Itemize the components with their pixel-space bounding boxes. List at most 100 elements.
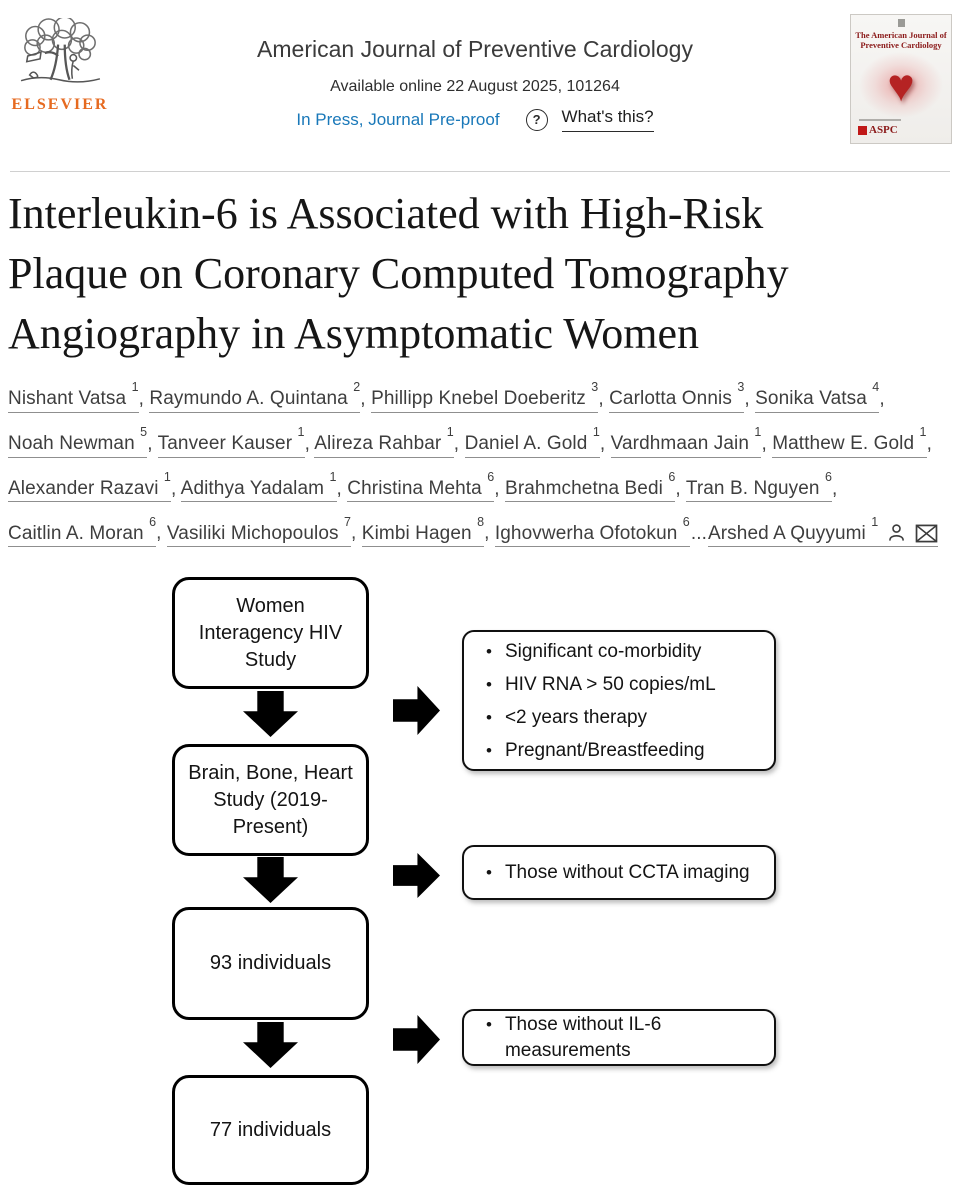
bullet-icon: •: [486, 674, 492, 694]
author-separator: ,: [351, 522, 362, 544]
author-separator: ,: [832, 477, 838, 499]
author-name: Carlotta Onnis: [609, 388, 738, 410]
header-center: American Journal of Preventive Cardiolog…: [125, 36, 825, 132]
question-circle-icon[interactable]: ?: [525, 108, 548, 131]
journal-header: ELSEVIER American Journal of Preventive …: [0, 0, 960, 171]
affiliation-superscript: 8: [477, 514, 485, 529]
bullet-text: Pregnant/Breastfeeding: [504, 739, 705, 761]
author-list: Nishant Vatsa 1, Raymundo A. Quintana 2,…: [8, 374, 954, 564]
affiliation-superscript: 1: [446, 425, 454, 440]
author-link[interactable]: Adithya Yadalam 1: [180, 470, 337, 503]
box-line: Interagency HIV: [198, 621, 343, 644]
bullet-text: Those without IL-6 measurements: [504, 1013, 662, 1061]
bullet-text: Those without CCTA imaging: [504, 861, 750, 883]
author-separator: ,: [598, 388, 610, 410]
in-press-link[interactable]: In Press, Journal Pre-proof: [296, 109, 500, 129]
author-link[interactable]: Vardhmaan Jain 1: [610, 425, 762, 458]
author-link[interactable]: Christina Mehta 6: [347, 470, 495, 503]
affiliation-superscript: 6: [668, 470, 676, 485]
heart-icon: ♥: [887, 59, 915, 111]
author-link[interactable]: Phillipp Knebel Doeberitz 3: [371, 380, 599, 413]
affiliation-superscript: 6: [149, 514, 157, 529]
article-title-line: Angiography in Asymptomatic Women: [8, 309, 700, 358]
affiliation-superscript: 4: [872, 380, 880, 395]
elsevier-logo[interactable]: ELSEVIER: [10, 18, 110, 114]
journal-cover-thumbnail[interactable]: The American Journal of Preventive Cardi…: [850, 14, 952, 144]
exclusion-bullet: • Those without IL-6 measurements: [486, 1012, 766, 1064]
arrow-down-icon: [243, 691, 298, 737]
author-separator: ,: [599, 433, 611, 455]
author-link[interactable]: Raymundo A. Quintana 2: [149, 380, 361, 413]
author-link[interactable]: Brahmchetna Bedi 6: [505, 470, 676, 503]
author-link[interactable]: Alireza Rahbar 1: [314, 425, 454, 458]
author-separator: ,: [484, 522, 495, 544]
author-separator: ,: [360, 388, 372, 410]
author-separator: ,: [170, 477, 181, 499]
arrow-right-icon: [393, 1015, 440, 1064]
author-link[interactable]: Vasiliki Michopoulos 7: [166, 515, 352, 548]
author-name: Ighovwerha Ofotokun: [494, 522, 683, 544]
author-name: Adithya Yadalam: [180, 477, 330, 499]
author-link[interactable]: Matthew E. Gold 1: [772, 425, 927, 458]
author-separator: ,: [453, 433, 465, 455]
author-name: Nishant Vatsa: [8, 388, 132, 410]
bullet-icon: •: [486, 862, 492, 882]
author-name: Tanveer Kauser: [157, 433, 298, 455]
author-link[interactable]: Noah Newman 5: [8, 425, 148, 458]
author-separator: ,: [494, 477, 506, 499]
author-link[interactable]: Alexander Razavi 1: [8, 470, 171, 503]
bullet-icon: •: [486, 1014, 492, 1034]
article-title-line: Plaque on Coronary Computed Tomography: [8, 249, 789, 298]
author-name: Alireza Rahbar: [314, 433, 447, 455]
affiliation-superscript: 1: [871, 514, 879, 529]
affiliation-superscript: 5: [140, 425, 148, 440]
whats-this-link[interactable]: What's this?: [561, 107, 654, 132]
author-link[interactable]: Sonika Vatsa 4: [755, 380, 880, 413]
author-link[interactable]: Tanveer Kauser 1: [157, 425, 305, 458]
exclusion-box-il6: • Those without IL-6 measurements: [462, 1009, 776, 1066]
author-name: Sonika Vatsa: [755, 388, 873, 410]
exclusion-box-comorbidity: •Significant co-morbidity•HIV RNA > 50 c…: [462, 630, 776, 771]
affiliation-superscript: 6: [682, 514, 690, 529]
author-separator: ,: [304, 433, 315, 455]
author-link[interactable]: Nishant Vatsa 1: [8, 380, 139, 413]
arrow-right-icon: [393, 853, 440, 898]
flow-box-77-individuals: 77 individuals: [172, 1075, 369, 1185]
exclusion-bullet: •<2 years therapy: [486, 701, 766, 734]
exclusion-bullet: •HIV RNA > 50 copies/mL: [486, 668, 766, 701]
author-name: Raymundo A. Quintana: [149, 388, 354, 410]
exclusion-bullet-list: •Significant co-morbidity•HIV RNA > 50 c…: [464, 635, 774, 767]
author-link[interactable]: Ighovwerha Ofotokun 6: [494, 515, 690, 548]
envelope-icon[interactable]: [915, 524, 938, 543]
author-name: Arshed A Quyyumi: [707, 522, 872, 544]
affiliation-superscript: 6: [824, 470, 833, 485]
flow-box-93-individuals: 93 individuals: [172, 907, 369, 1020]
bullet-icon: •: [486, 641, 492, 661]
box-line: Study (2019-: [213, 788, 328, 811]
author-link[interactable]: Carlotta Onnis 3: [609, 380, 745, 413]
author-link[interactable]: Kimbi Hagen 8: [361, 515, 485, 548]
author-separator: ,: [744, 388, 756, 410]
more-authors-ellipsis[interactable]: ...: [690, 522, 707, 544]
journal-title-link[interactable]: American Journal of Preventive Cardiolog…: [257, 36, 693, 62]
author-name: Kimbi Hagen: [361, 522, 478, 544]
author-separator: ,: [879, 388, 885, 410]
elsevier-wordmark: ELSEVIER: [11, 96, 109, 113]
author-link[interactable]: Tran B. Nguyen 6: [685, 470, 833, 503]
author-separator: ,: [336, 477, 348, 499]
box-line: Present): [232, 815, 309, 838]
author-name: Christina Mehta: [347, 477, 488, 499]
exclusion-box-ccta: • Those without CCTA imaging: [462, 845, 776, 900]
exclusion-bullet: • Those without CCTA imaging: [486, 860, 766, 886]
author-link[interactable]: Caitlin A. Moran 6: [8, 515, 157, 548]
author-name: Phillipp Knebel Doeberitz: [371, 388, 592, 410]
affiliation-superscript: 1: [919, 425, 927, 440]
author-link[interactable]: Daniel A. Gold 1: [464, 425, 600, 458]
exclusion-bullet: •Pregnant/Breastfeeding: [486, 734, 766, 767]
corresponding-author-link[interactable]: Arshed A Quyyumi 1: [707, 515, 939, 548]
person-icon[interactable]: [886, 522, 907, 543]
